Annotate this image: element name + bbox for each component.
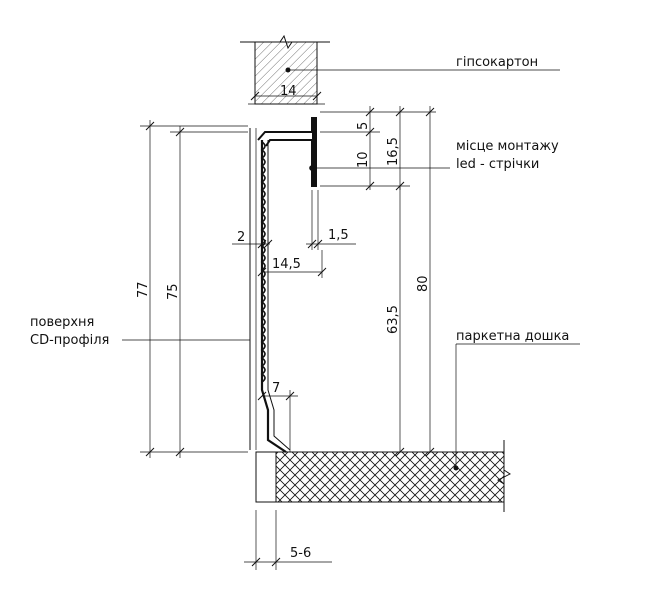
dim-7: 7 xyxy=(272,381,280,396)
label-led-mount-2: led - стрічки xyxy=(456,157,539,172)
dim-10: 10 xyxy=(356,151,371,168)
gap-dimension xyxy=(244,510,332,570)
dim-14-5: 14,5 xyxy=(272,257,301,272)
height-dimensions-right xyxy=(395,186,435,457)
dim-1-5: 1,5 xyxy=(328,228,349,243)
top-right-dimensions xyxy=(320,106,436,452)
label-parquet: паркетна дошка xyxy=(456,329,569,344)
dim-16-5: 16,5 xyxy=(386,137,401,166)
height-dimensions-left xyxy=(140,120,248,458)
drywall-block xyxy=(240,34,560,105)
dim-80: 80 xyxy=(416,275,431,292)
dim-77: 77 xyxy=(136,281,151,298)
dim-5: 5 xyxy=(356,122,371,130)
label-drywall: гіпсокартон xyxy=(456,55,538,70)
dim-5-6: 5-6 xyxy=(290,546,311,561)
dim-14: 14 xyxy=(280,84,297,99)
parquet-board xyxy=(255,343,580,512)
dim-75: 75 xyxy=(166,283,181,300)
dim-63-5: 63,5 xyxy=(386,305,401,334)
label-cd-surface-1: поверхня xyxy=(30,315,94,330)
label-led-mount-1: місце монтажу xyxy=(456,139,559,154)
label-cd-surface-2: CD-профіля xyxy=(30,333,109,348)
dim-2: 2 xyxy=(237,230,245,245)
skirting-profile xyxy=(257,117,317,453)
